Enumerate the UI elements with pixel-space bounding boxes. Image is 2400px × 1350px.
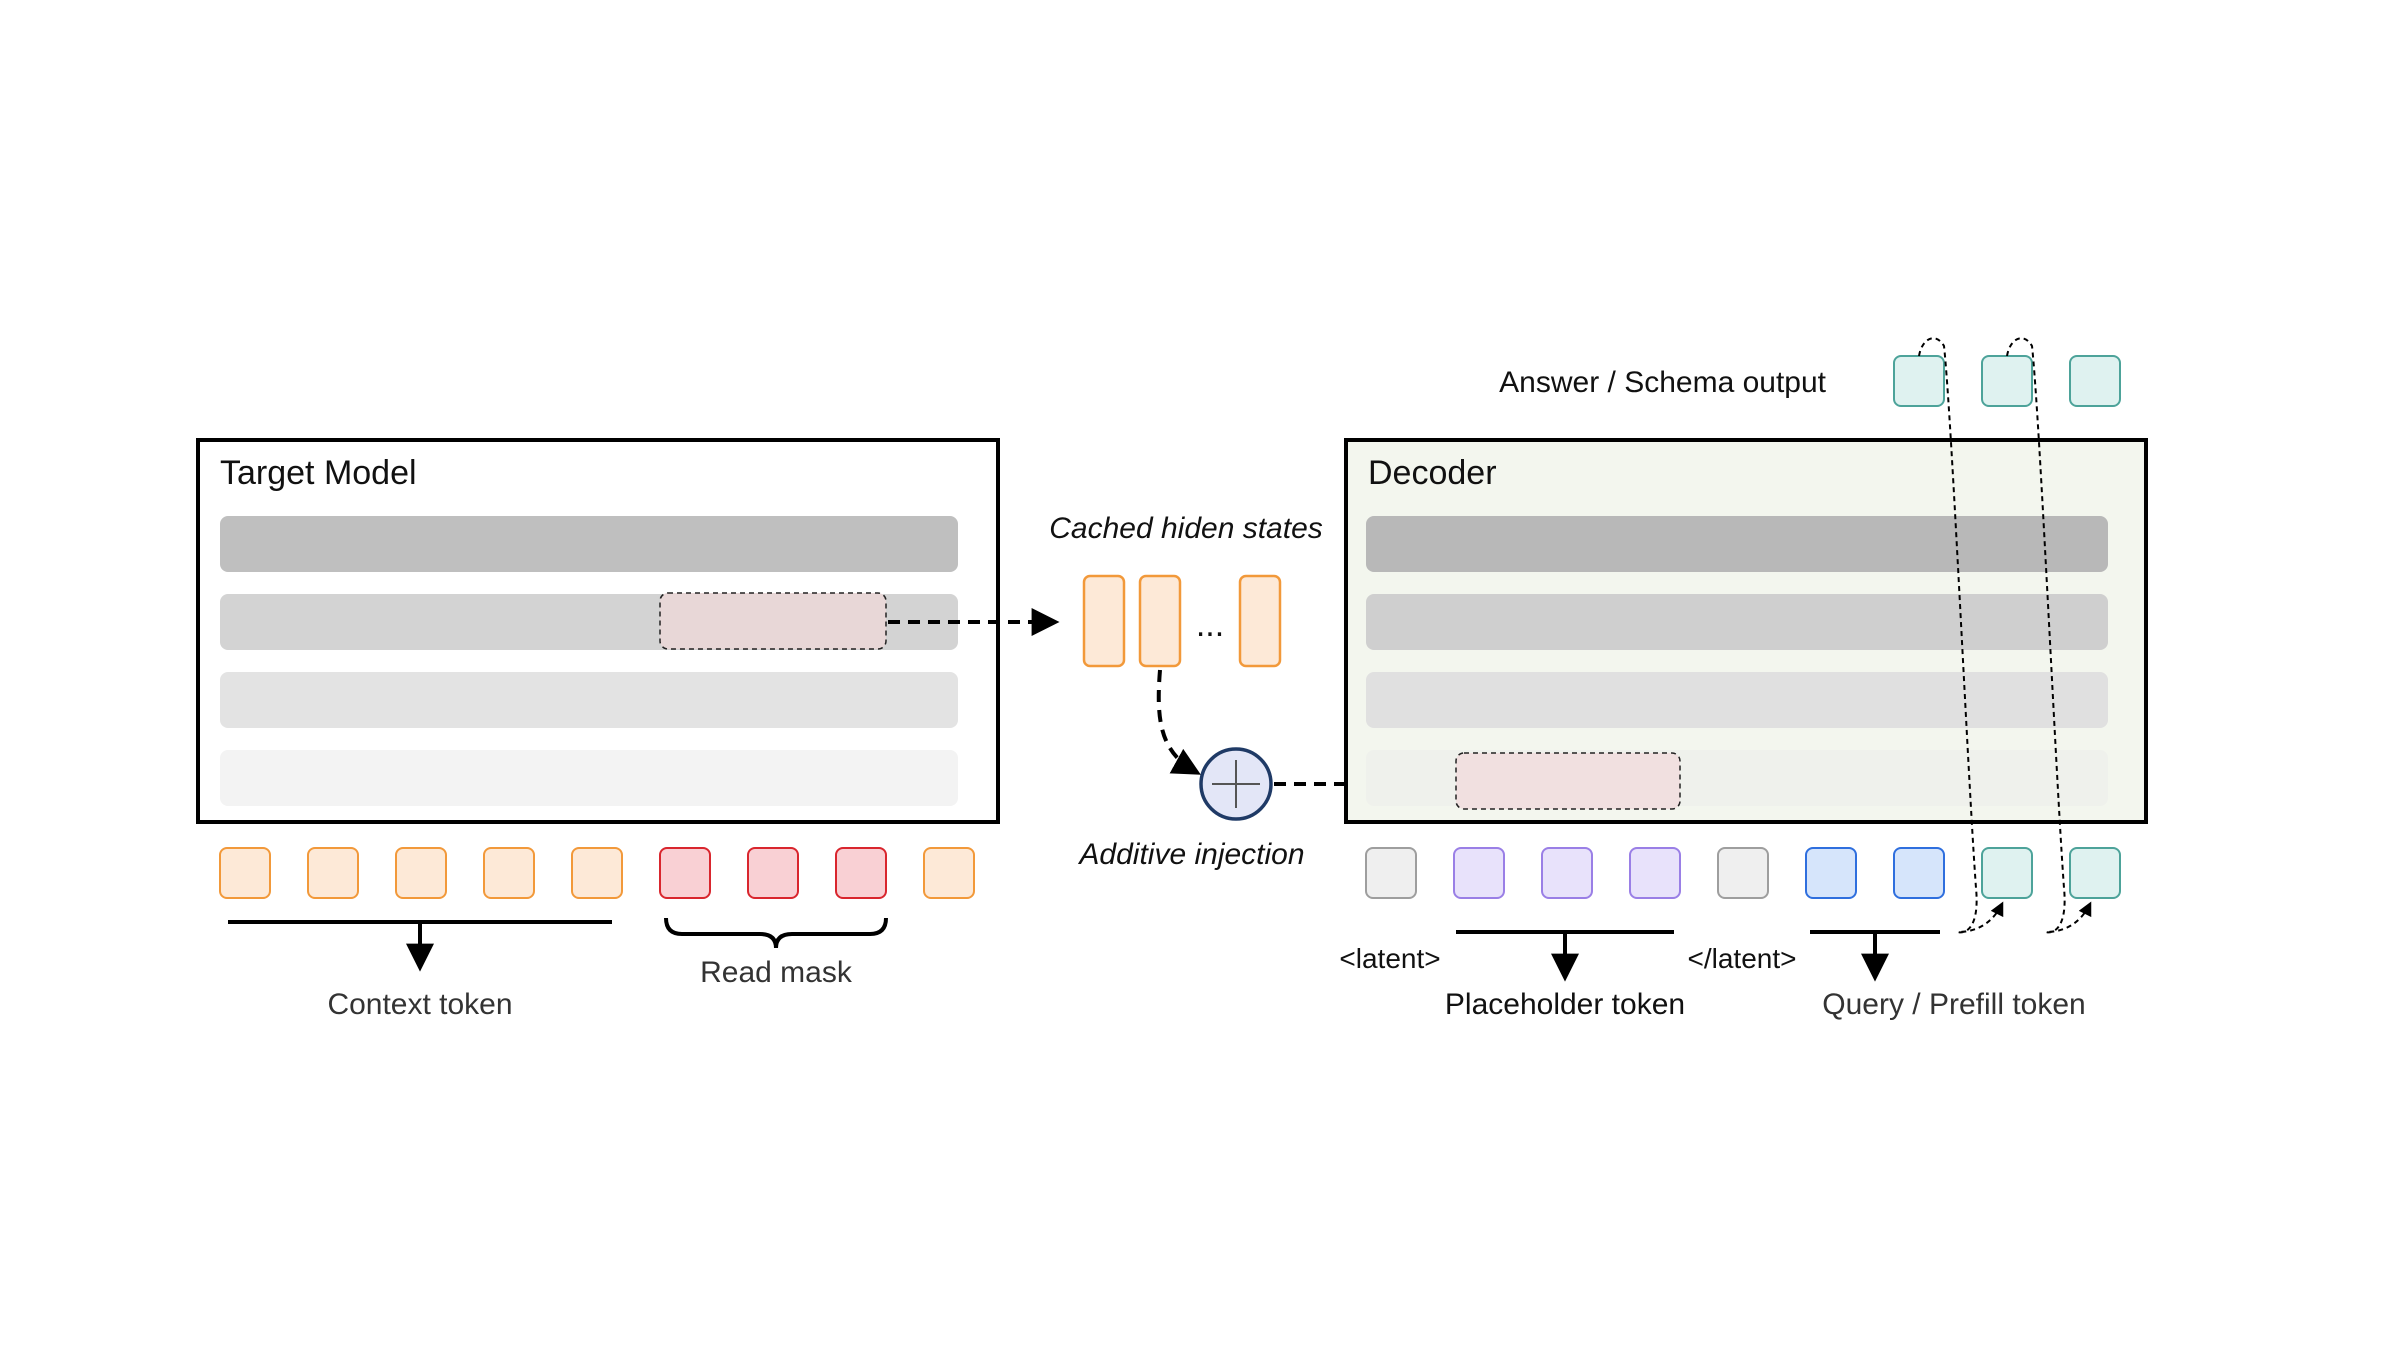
- placeholder-token: [1541, 847, 1593, 899]
- latent-close-token: [1717, 847, 1769, 899]
- query-token-label: Query / Prefill token: [1822, 988, 2085, 1021]
- target-input-tokens: [219, 847, 975, 899]
- context-token: [923, 847, 975, 899]
- arrow-to-injection: [1156, 669, 1201, 775]
- feedback-loop-2: [2006, 337, 2092, 934]
- query-token: [1893, 847, 1945, 899]
- feedback-loop-1: [1918, 337, 2004, 934]
- fed-back-answer-token: [2069, 847, 2121, 899]
- answer-token: [1893, 355, 1945, 407]
- latent-open-token: [1365, 847, 1417, 899]
- decoder-layer-1: [1366, 516, 2108, 572]
- context-token: [571, 847, 623, 899]
- placeholder-token: [1629, 847, 1681, 899]
- read-mask-label: Read mask: [700, 956, 853, 989]
- cached-states: ...: [1082, 574, 1282, 668]
- cached-state-bar: [1138, 574, 1182, 668]
- target-layer-1: [220, 516, 958, 572]
- decoder-injection-highlight: [1455, 752, 1681, 810]
- decoder-layer-3: [1366, 672, 2108, 728]
- context-token: [395, 847, 447, 899]
- query-token: [1805, 847, 1857, 899]
- cached-state-bar: [1082, 574, 1126, 668]
- context-token: [219, 847, 271, 899]
- fed-back-answer-token: [1981, 847, 2033, 899]
- answer-output-label: Answer / Schema output: [1499, 366, 1827, 399]
- read-mask-token: [659, 847, 711, 899]
- target-layer-3: [220, 672, 958, 728]
- decoder-title: Decoder: [1368, 454, 1497, 492]
- context-token: [483, 847, 535, 899]
- latent-close-label: </latent>: [1688, 943, 1797, 974]
- placeholder-token-label: Placeholder token: [1445, 988, 1685, 1021]
- cached-states-label: Cached hiden states: [1049, 512, 1323, 545]
- target-read-highlight: [659, 592, 887, 650]
- read-mask-token: [835, 847, 887, 899]
- cached-state-bar: [1238, 574, 1282, 668]
- target-layer-4: [220, 750, 958, 806]
- cached-states-ellipsis: ...: [1196, 606, 1224, 644]
- target-model-block: Target Model: [196, 438, 1000, 824]
- context-token: [307, 847, 359, 899]
- answer-token: [2069, 355, 2121, 407]
- latent-open-label: <latent>: [1339, 943, 1440, 974]
- placeholder-token: [1453, 847, 1505, 899]
- target-model-title: Target Model: [220, 454, 417, 492]
- answer-token: [1981, 355, 2033, 407]
- additive-injection-node: [1199, 747, 1273, 821]
- read-mask-token: [747, 847, 799, 899]
- additive-injection-label: Additive injection: [1077, 838, 1304, 871]
- decoder-block: Decoder: [1344, 438, 2148, 824]
- decoder-layer-2: [1366, 594, 2108, 650]
- read-mask-brace: [664, 917, 888, 949]
- answer-output-tokens: [1893, 355, 2121, 407]
- decoder-input-tokens: [1365, 847, 2121, 899]
- context-token-label: Context token: [327, 988, 512, 1021]
